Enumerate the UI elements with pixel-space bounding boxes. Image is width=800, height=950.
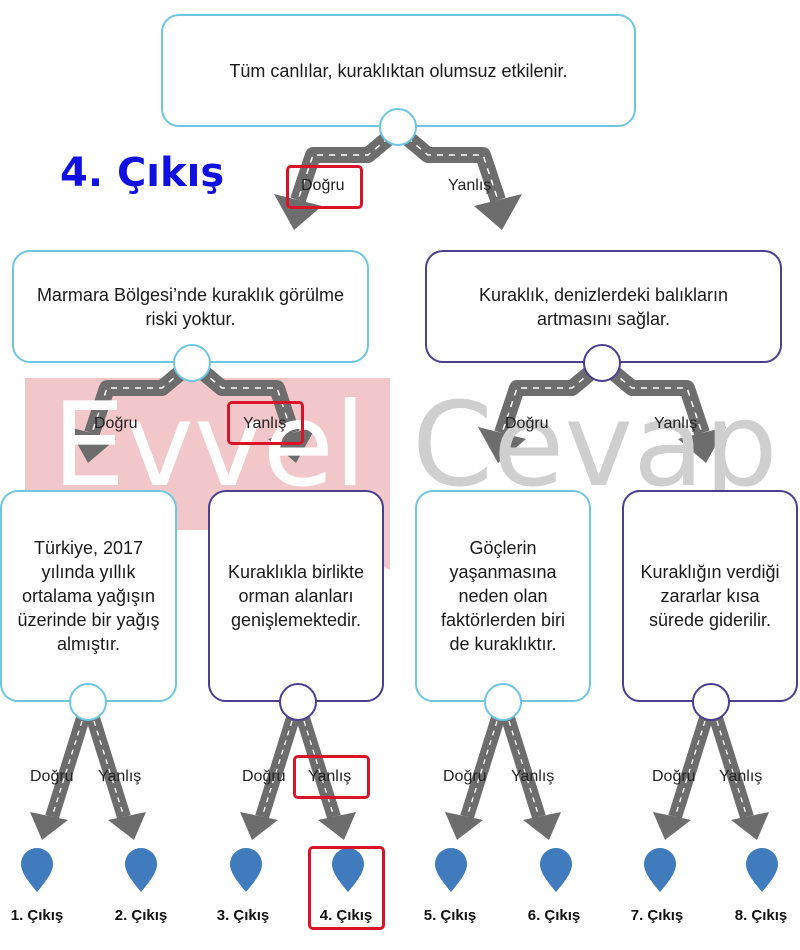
statement-text-1a: Marmara Bölgesi’nde kuraklık görülme ris… — [36, 284, 345, 329]
exit-label-6: 6. Çıkış — [527, 907, 581, 924]
highlight-1a-false — [227, 401, 304, 445]
highlight-2b-false — [293, 755, 370, 799]
exit-label-4: 4. Çıkış — [319, 907, 373, 924]
answer-1b-true: Doğru — [505, 415, 549, 432]
junction-2c — [484, 683, 522, 721]
statement-text-2d: Kuraklığın verdiği zararlar kısa sürede … — [640, 562, 780, 630]
statement-text-2c: Göçlerin yaşanmasına neden olan faktörle… — [440, 538, 566, 654]
junction-1a — [173, 344, 211, 382]
statement-box-1b: Kuraklık, denizlerdeki balıkların artmas… — [425, 250, 782, 363]
statement-text-2b: Kuraklıkla birlikte orman alanları geniş… — [227, 562, 365, 630]
exit-label-2: 2. Çıkış — [114, 907, 168, 924]
highlight-root-true — [286, 165, 363, 209]
root-statement-text: Tüm canlılar, kuraklıktan olumsuz etkile… — [229, 60, 568, 81]
statement-box-2c: Göçlerin yaşanmasına neden olan faktörle… — [415, 490, 591, 702]
answer-2d-true: Doğru — [652, 768, 696, 785]
statement-box-2a: Türkiye, 2017 yılında yıllık ortalama ya… — [0, 490, 177, 702]
exit-label-7: 7. Çıkış — [630, 907, 684, 924]
exit-label-5: 5. Çıkış — [423, 907, 477, 924]
exit-label-1: 1. Çıkış — [10, 907, 64, 924]
answer-2b-false: Yanlış — [308, 768, 352, 785]
statement-text-2a: Türkiye, 2017 yılında yıllık ortalama ya… — [17, 538, 160, 654]
junction-1b — [583, 344, 621, 382]
exit-label-8: 8. Çıkış — [734, 907, 788, 924]
answer-2d-false: Yanlış — [719, 768, 763, 785]
answer-1b-false: Yanlış — [654, 415, 698, 432]
answer-2a-false: Yanlış — [98, 768, 142, 785]
answer-2a-true: Doğru — [30, 768, 74, 785]
answer-1a-true: Doğru — [94, 415, 138, 432]
junction-2d — [692, 683, 730, 721]
watermark-left: Evvel — [52, 378, 367, 513]
answer-1a-false: Yanlış — [243, 415, 287, 432]
junction-2a — [69, 683, 107, 721]
answer-root-false: Yanlış — [448, 177, 492, 194]
result-title: 4. Çıkış — [60, 150, 225, 196]
highlight-exit-4 — [308, 846, 385, 930]
junction-root — [379, 108, 417, 146]
answer-root-true: Doğru — [301, 177, 345, 194]
exit-label-3: 3. Çıkış — [216, 907, 270, 924]
answer-2c-true: Doğru — [443, 768, 487, 785]
statement-box-2b: Kuraklıkla birlikte orman alanları geniş… — [208, 490, 384, 702]
answer-2c-false: Yanlış — [511, 768, 555, 785]
answer-2b-true: Doğru — [242, 768, 286, 785]
junction-2b — [279, 683, 317, 721]
statement-text-1b: Kuraklık, denizlerdeki balıkların artmas… — [478, 284, 729, 329]
watermark-right: Cevap — [412, 378, 778, 513]
